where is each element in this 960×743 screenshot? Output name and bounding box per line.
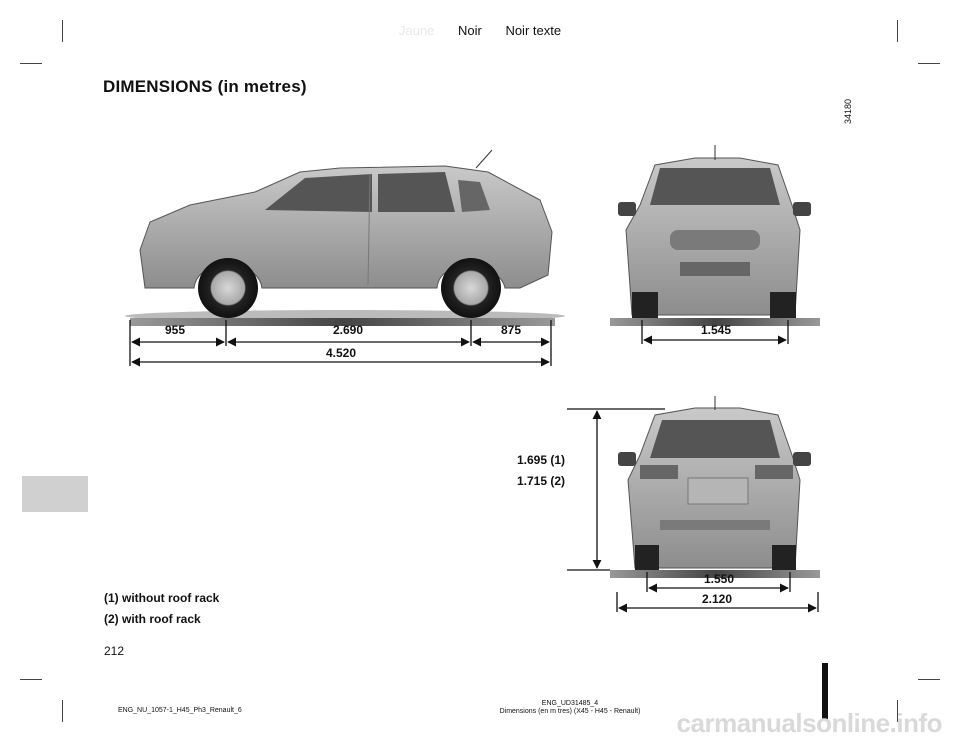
rear-view-car (610, 396, 820, 578)
page-title: DIMENSIONS (in metres) (103, 77, 307, 96)
crop-mark (897, 20, 898, 42)
height-without-rack-label: 1.695 (1) (517, 453, 566, 467)
crop-mark (897, 700, 898, 722)
crop-mark (62, 700, 63, 722)
color-label-noir-texte: Noir texte (505, 23, 562, 38)
footnote-2: (2) with roof rack (104, 612, 201, 626)
footnote-1: (1) without roof rack (104, 591, 220, 605)
footer-left-code: ENG_NU_1057-1_H45_Ph3_Renault_6 (118, 707, 242, 714)
watermark: carmanualsonline.info (676, 708, 943, 738)
height-with-rack-label: 1.715 (2) (517, 474, 566, 488)
thumb-index-bar (822, 663, 828, 719)
color-label-jaune: Jaune (398, 23, 435, 38)
overall-length-label: 4.520 (326, 346, 356, 360)
print-color-header: Jaune Noir Noir texte (0, 23, 960, 38)
front-overhang-label: 955 (165, 323, 185, 337)
crop-mark (62, 20, 63, 42)
rear-overhang-label: 875 (501, 323, 521, 337)
footer-right-line1: ENG_UD31485_4 (541, 700, 599, 707)
footer-right-block: ENG_UD31485_4 Dimensions (en m tres) (X4… (475, 700, 665, 716)
rear-track-label: 1.550 (704, 572, 734, 586)
footer-right-line2: Dimensions (en m tres) (X45 - H45 - Rena… (499, 708, 641, 715)
dimension-lines (129, 320, 819, 613)
crop-mark (20, 679, 42, 680)
front-track-label: 1.545 (701, 323, 731, 337)
section-tab (22, 476, 88, 512)
crop-mark (20, 63, 42, 64)
overall-width-label: 2.120 (702, 592, 732, 606)
front-view-car (610, 145, 820, 326)
side-view-car (125, 149, 565, 326)
crop-mark (918, 63, 940, 64)
wheelbase-label: 2.690 (333, 323, 363, 337)
color-label-noir: Noir (457, 23, 482, 38)
crop-mark (918, 679, 940, 680)
page-number: 212 (104, 644, 125, 658)
